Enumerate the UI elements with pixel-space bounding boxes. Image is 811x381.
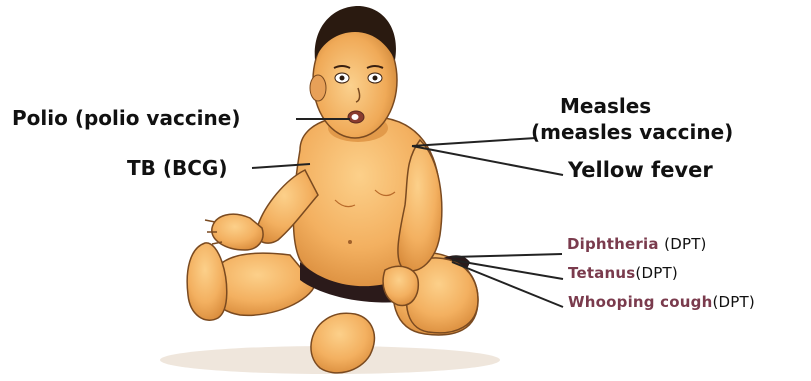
yellow-fever-label: Yellow fever <box>568 160 713 181</box>
whooping-cough-vaccine: (DPT) <box>712 293 754 311</box>
diphtheria-vaccine: (DPT) <box>664 235 706 253</box>
measles-label-line2: (measles vaccine) <box>531 122 733 142</box>
diphtheria-disease: Diphtheria <box>567 235 659 253</box>
tetanus-vaccine: (DPT) <box>635 264 677 282</box>
whooping-cough-disease: Whooping cough <box>568 293 712 311</box>
tetanus-label: Tetanus(DPT) <box>568 266 678 281</box>
measles-leader-line <box>412 138 536 146</box>
polio-label: Polio (polio vaccine) <box>12 108 240 128</box>
left-hand <box>212 214 263 250</box>
measles-label-line1: Measles <box>560 96 651 116</box>
whooping-cough-label: Whooping cough(DPT) <box>568 295 755 310</box>
ear <box>310 75 326 101</box>
tb-label: TB (BCG) <box>127 158 227 178</box>
tetanus-disease: Tetanus <box>568 264 635 282</box>
diphtheria-label: Diphtheria (DPT) <box>567 237 707 252</box>
diphtheria-leader-line <box>452 254 562 257</box>
left-foot <box>187 243 227 320</box>
